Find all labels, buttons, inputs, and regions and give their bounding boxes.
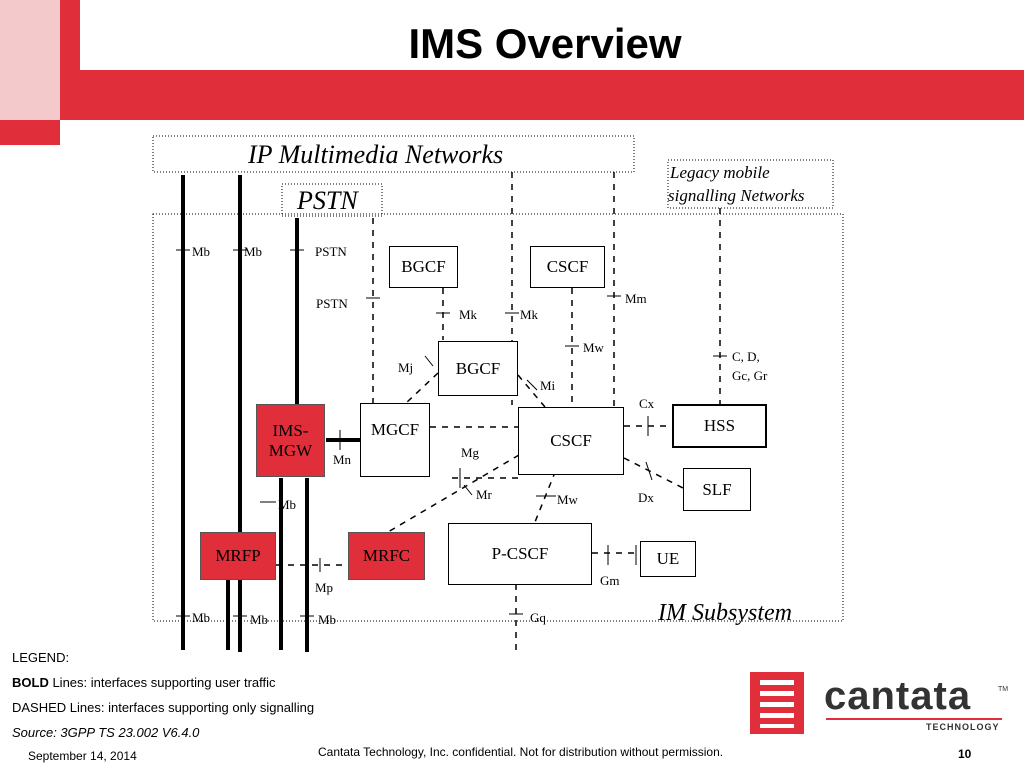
interface-mr: Mr [476, 487, 492, 502]
ims-mgw-label-line1: IMS- [272, 420, 309, 440]
mrfc-box: MRFC [348, 532, 425, 580]
interface-dx: Dx [638, 490, 654, 505]
interface-mk-2: Mk [520, 307, 539, 322]
interface-mm: Mm [625, 291, 647, 306]
interface-mw-2: Mw [557, 492, 578, 507]
legend-dashed-line: DASHED Lines: interfaces supporting only… [12, 700, 315, 715]
title-panel [80, 0, 1024, 70]
legend-bold-word: BOLD [12, 675, 49, 690]
corner-block-pink-1 [0, 0, 60, 70]
interface-gm: Gm [600, 573, 620, 588]
interface-mb-2: Mb [244, 244, 263, 259]
cscf-box: CSCF [518, 407, 624, 475]
bgcf-top-box: BGCF [389, 246, 458, 288]
legacy-networks-label-line1: Legacy mobile [670, 163, 770, 182]
logo-stripe [760, 724, 794, 728]
corner-block-red-1 [60, 0, 80, 70]
mrfp-box: MRFP [200, 532, 276, 580]
legacy-networks-label-line2: signalling Networks [668, 186, 805, 205]
im-subsystem-label: IM Subsystem [658, 600, 792, 626]
ims-mgw-box: IMS- MGW [256, 404, 325, 477]
interface-pstn-1: PSTN [315, 244, 347, 259]
corner-bar-red [0, 70, 1024, 120]
cantata-logo-mark [750, 672, 804, 734]
logo-stripe [760, 702, 794, 707]
slf-box: SLF [683, 468, 751, 511]
interface-gq: Gq [530, 610, 546, 625]
corner-block-pink-2 [0, 70, 60, 120]
logo-subtitle: TECHNOLOGY [926, 722, 1000, 732]
interface-cdgcgr-line1: C, D, [732, 349, 760, 364]
interface-mi: Mi [540, 378, 556, 393]
interface-mb-6: Mb [318, 612, 337, 627]
legend-source: Source: 3GPP TS 23.002 V6.4.0 [12, 725, 200, 740]
cscf-top-box: CSCF [530, 246, 605, 288]
legend-bold-text: Lines: interfaces supporting user traffi… [48, 675, 276, 690]
interface-mb-5: Mb [250, 612, 269, 627]
logo-stripe [760, 680, 794, 685]
legend-heading: LEGEND: [12, 650, 70, 665]
interface-mn: Mn [333, 452, 352, 467]
interface-mb-4: Mb [192, 610, 211, 625]
interface-cdgcgr-line2: Gc, Gr [732, 368, 768, 383]
interface-pstn-2: PSTN [316, 296, 348, 311]
logo-wordmark: cantata [824, 674, 972, 718]
interface-mb-1: Mb [192, 244, 211, 259]
interface-mk-1: Mk [459, 307, 478, 322]
cantata-logo: cantata TM TECHNOLOGY [750, 672, 1012, 736]
footer-page-number: 10 [958, 747, 972, 761]
interface-mp: Mp [315, 580, 334, 595]
interface-cx: Cx [639, 396, 655, 411]
interface-mg: Mg [461, 445, 480, 460]
interface-mb-3: Mb [278, 497, 297, 512]
ue-box: UE [640, 541, 696, 577]
bgcf-box: BGCF [438, 341, 518, 396]
logo-tm: TM [998, 686, 1009, 693]
logo-stripe [760, 691, 794, 696]
p-cscf-box: P-CSCF [448, 523, 592, 585]
interface-mw-1: Mw [583, 340, 604, 355]
logo-stripe [760, 713, 794, 718]
corner-block-red-2 [0, 120, 60, 145]
page-title: IMS Overview [408, 20, 682, 67]
mgcf-box: MGCF [360, 403, 430, 477]
footer-confidential: Cantata Technology, Inc. confidential. N… [318, 745, 724, 759]
interface-mj: Mj [398, 360, 414, 375]
legend-bold-line: BOLD Lines: interfaces supporting user t… [12, 675, 276, 690]
logo-underline [826, 718, 1002, 720]
footer-date: September 14, 2014 [28, 749, 137, 763]
hss-box: HSS [672, 404, 767, 448]
ims-mgw-label-line2: MGW [268, 440, 313, 460]
ip-multimedia-networks-label: IP Multimedia Networks [248, 140, 504, 169]
pstn-header-label: PSTN [297, 186, 358, 215]
